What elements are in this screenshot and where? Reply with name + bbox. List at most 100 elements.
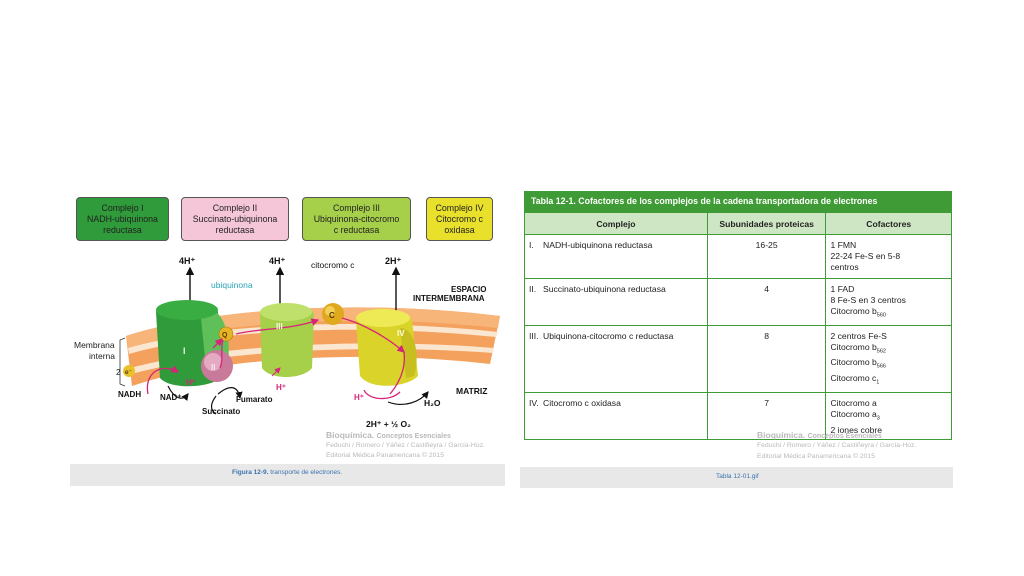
label-succinato: Succinato <box>202 407 240 416</box>
electron-transport-diagram: 4H⁺ 4H⁺ 2H⁺ citocromo c ubiquinona ESPAC… <box>74 256 500 429</box>
complex-name: Citocromo c oxidasa <box>543 397 621 408</box>
complex-iii-shape <box>260 303 314 377</box>
label-intermembrana: INTERMEMBRANA <box>413 294 485 303</box>
cofactor-line: Citocromo b566 <box>830 357 886 371</box>
figure-watermark-title: Bioquímica. Conceptos Esenciales <box>326 430 451 440</box>
complex-number: II. <box>529 284 537 294</box>
label-h-plus-i: H⁺ <box>186 378 196 387</box>
header-complejo: Complejo <box>524 212 708 235</box>
cofactor-line: Citocromo a <box>830 397 877 408</box>
cell-subunidades: 4 <box>706 278 827 326</box>
label-e-minus: e⁻ <box>125 369 133 376</box>
label-ubiquinona: ubiquinona <box>211 280 253 290</box>
label-h-plus-iv: H⁺ <box>354 393 364 402</box>
cofactor-line: 2 centros Fe-S <box>830 330 887 341</box>
cell-complejo: II. Succinato-ubiquinona reductasa <box>524 278 708 326</box>
complex-number: III. <box>529 330 539 341</box>
complex-name: Ubiquinona-citocromo c reductasa <box>543 330 674 341</box>
label-nad: NAD⁺ <box>160 393 182 402</box>
cofactor-table-panel: Tabla 12-1. Cofactores de los complejos … <box>520 188 953 488</box>
figure-watermark-publisher: Editorial Médica Panamericana © 2015 <box>326 452 444 459</box>
table-watermark-title: Bioquímica. Conceptos Esenciales <box>757 430 882 440</box>
cell-subunidades: 16-25 <box>706 234 827 279</box>
complex-name: NADH-ubiquinona reductasa <box>543 240 653 250</box>
header-cofactores: Cofactores <box>825 212 952 235</box>
cell-subunidades: 7 <box>706 391 827 440</box>
label-complex-iv: IV <box>397 329 405 338</box>
figure-caption: Figura 12-9. transporte de electrones. <box>232 469 343 476</box>
label-4h-i: 4H⁺ <box>179 256 196 266</box>
label-water: H₂O <box>424 398 441 408</box>
table-title-bar: Tabla 12-1. Cofactores de los complejos … <box>524 191 952 212</box>
label-2h-iv: 2H⁺ <box>385 256 402 266</box>
ubiquinone-q <box>218 326 234 342</box>
cofactor-line: Citocromo a3 <box>830 408 880 422</box>
label-nadh: NADH <box>118 390 141 399</box>
complex-number: I. <box>529 240 534 250</box>
cofactor-line: Citocromo b560 <box>830 306 886 319</box>
figure-watermark-authors: Feduchi / Romero / Yáñez / Castifieyra /… <box>326 442 485 449</box>
label-complex-i: I <box>183 346 186 356</box>
cofactor-line: 1 FAD <box>830 284 855 294</box>
table-header-row: Complejo Subunidades proteicas Cofactore… <box>524 212 952 235</box>
complex-box-line: NADH-ubiquinona <box>87 214 158 224</box>
cell-complejo: I. NADH-ubiquinona reductasa <box>524 234 708 279</box>
membrane-bracket <box>119 337 126 387</box>
label-h-plus-iii: H⁺ <box>276 383 286 392</box>
complex-iv-shape <box>356 308 418 386</box>
complex-box-line: Complejo II <box>212 203 258 213</box>
label-two: 2 <box>116 368 121 377</box>
electron-path-nadh <box>146 365 180 395</box>
complex-box-line: Complejo I <box>101 203 144 213</box>
cofactor-table: Complejo Subunidades proteicas Cofactore… <box>524 212 952 440</box>
complex-box-line: reductasa <box>103 225 142 235</box>
cell-complejo: III. Ubiquinona-citocromo c reductasa <box>524 324 708 393</box>
cofactor-line: centros <box>830 262 859 272</box>
figure-caption-bar: Figura 12-9. transporte de electrones. <box>70 464 505 486</box>
cell-complejo: IV.Citocromo c oxidasa <box>524 391 708 440</box>
table-caption: Tabla 12-01.gif <box>716 473 759 480</box>
label-oxygen: 2H⁺ + ½ O₂ <box>366 419 411 429</box>
label-complex-iii: III <box>276 322 283 331</box>
label-4h-iii: 4H⁺ <box>269 256 286 266</box>
label-membrana: Membrana <box>74 340 115 350</box>
label-c: C <box>329 311 335 320</box>
table-caption-bar: Tabla 12-01.gif <box>520 467 953 488</box>
complex-box-line: Ubiquinona-citocromo <box>313 214 400 224</box>
cofactor-line: 8 Fe-S en 3 centros <box>830 295 906 305</box>
label-interna: interna <box>89 351 115 361</box>
complex-box-line: Succinato-ubiquinona <box>192 214 278 224</box>
complex-box-line: oxidasa <box>444 225 475 235</box>
complex-ii-shape <box>201 350 233 382</box>
cell-subunidades: 8 <box>706 324 827 393</box>
complex-box-line: Citocromo c <box>436 214 483 224</box>
cofactor-line: Citocromo b562 <box>830 341 886 355</box>
cofactor-line: 1 FMN <box>830 240 857 250</box>
label-citocromo-c: citocromo c <box>311 260 355 270</box>
cofactor-line: 22-24 Fe-S en 5-8 <box>830 251 901 261</box>
complex-name: Succinato-ubiquinona reductasa <box>543 284 666 294</box>
cofactor-line: Citocromo c1 <box>830 373 880 386</box>
label-q: Q <box>222 332 228 339</box>
complex-box-line: Complejo IV <box>435 203 484 213</box>
cofactor-line: 2 iones cobre <box>830 424 883 435</box>
label-complex-ii: II <box>211 363 215 372</box>
table-title: Tabla 12-1. Cofactores de los complejos … <box>531 196 878 206</box>
complex-box-line: Complejo III <box>333 203 380 213</box>
header-subunidades: Subunidades proteicas <box>706 212 827 235</box>
electron-ball <box>123 365 135 377</box>
table-watermark-publisher: Editorial Médica Panamericana © 2015 <box>757 453 875 460</box>
